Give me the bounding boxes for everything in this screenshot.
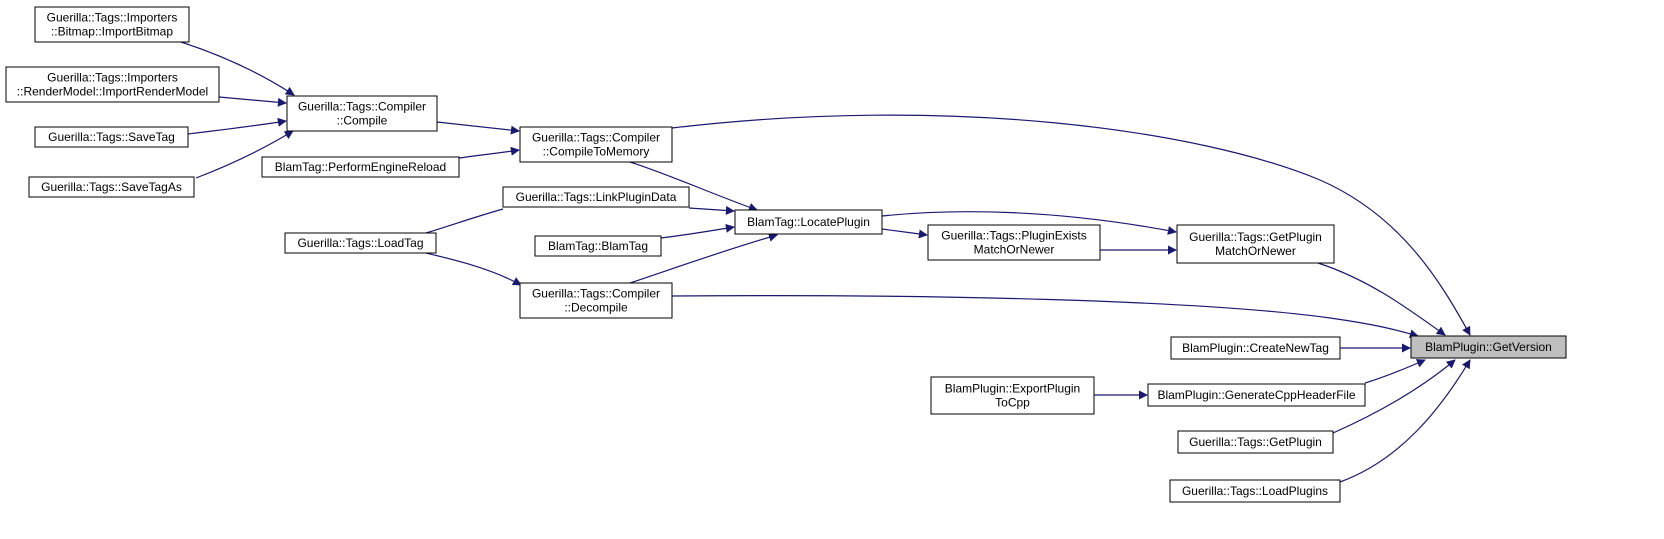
call-edge xyxy=(195,130,294,179)
call-edge xyxy=(629,232,778,284)
node-box xyxy=(1177,430,1334,454)
call-edge xyxy=(1317,262,1446,336)
node-label: Guerilla::Tags::Compiler xyxy=(532,287,660,301)
node-label: Guerilla::Tags::LoadPlugins xyxy=(1182,484,1328,498)
call-edge xyxy=(436,121,520,135)
node-box xyxy=(1169,479,1341,503)
node-load-plugins[interactable]: Guerilla::Tags::LoadPlugins xyxy=(1169,479,1341,503)
node-box xyxy=(1147,383,1366,407)
node-locate-plugin[interactable]: BlamTag::LocatePlugin xyxy=(734,209,883,235)
call-edge xyxy=(180,41,295,96)
node-label: ::Compile xyxy=(337,114,388,128)
call-edge xyxy=(671,114,1471,336)
call-edge xyxy=(187,117,287,135)
node-label: BlamPlugin::GetVersion xyxy=(1425,340,1552,354)
node-box xyxy=(261,156,460,178)
node-save-tag-as[interactable]: Guerilla::Tags::SaveTagAs xyxy=(28,176,195,198)
node-create-new-tag[interactable]: BlamPlugin::CreateNewTag xyxy=(1170,336,1341,360)
node-label: Guerilla::Tags::LinkPluginData xyxy=(516,190,677,204)
call-edge xyxy=(881,211,1177,235)
node-label: MatchOrNewer xyxy=(974,243,1055,257)
call-edge xyxy=(1364,359,1426,384)
node-generate-cpp-header[interactable]: BlamPlugin::GenerateCppHeaderFile xyxy=(1147,383,1366,407)
node-label: Guerilla::Tags::Importers xyxy=(47,11,178,25)
node-load-tag[interactable]: Guerilla::Tags::LoadTag xyxy=(284,232,437,254)
node-box xyxy=(1170,336,1341,360)
node-perform-engine-reload[interactable]: BlamTag::PerformEngineReload xyxy=(261,156,460,178)
node-label: ::Decompile xyxy=(564,301,628,315)
node-label: Guerilla::Tags::GetPlugin xyxy=(1189,435,1322,449)
node-compile-to-memory[interactable]: Guerilla::Tags::Compiler::CompileToMemor… xyxy=(519,126,673,163)
node-link-plugin-data[interactable]: Guerilla::Tags::LinkPluginData xyxy=(502,186,690,208)
node-decompile[interactable]: Guerilla::Tags::Compiler::Decompile xyxy=(519,282,673,319)
node-label: Guerilla::Tags::SaveTagAs xyxy=(41,180,182,194)
node-get-version[interactable]: BlamPlugin::GetVersion xyxy=(1410,335,1567,359)
node-box xyxy=(286,95,438,132)
node-label: MatchOrNewer xyxy=(1215,244,1296,258)
node-label: Guerilla::Tags::Importers xyxy=(47,71,178,85)
node-box xyxy=(930,376,1095,415)
node-label: BlamTag::BlamTag xyxy=(548,239,648,253)
node-label: Guerilla::Tags::PluginExists xyxy=(941,229,1086,243)
node-save-tag[interactable]: Guerilla::Tags::SaveTag xyxy=(34,126,189,148)
node-label: ::CompileToMemory xyxy=(543,145,650,159)
node-box xyxy=(502,186,690,208)
node-get-plugin[interactable]: Guerilla::Tags::GetPlugin xyxy=(1177,430,1334,454)
call-edge xyxy=(218,96,287,107)
node-box xyxy=(34,6,190,43)
edges xyxy=(180,41,1471,483)
node-box xyxy=(5,66,220,103)
node-box xyxy=(734,209,883,235)
node-label: Guerilla::Tags::GetPlugin xyxy=(1189,230,1322,244)
node-label: Guerilla::Tags::Compiler xyxy=(532,131,660,145)
node-box xyxy=(534,235,662,257)
node-box xyxy=(519,126,673,163)
node-box xyxy=(1410,335,1567,359)
call-edge xyxy=(1332,359,1456,434)
nodes: Guerilla::Tags::Importers::Bitmap::Impor… xyxy=(5,6,1567,503)
node-label: BlamPlugin::GenerateCppHeaderFile xyxy=(1157,388,1355,402)
call-edge xyxy=(1339,359,1471,483)
node-blamtag-ctor[interactable]: BlamTag::BlamTag xyxy=(534,235,662,257)
node-box xyxy=(284,232,437,254)
node-label: BlamTag::LocatePlugin xyxy=(747,215,870,229)
node-label: BlamPlugin::ExportPlugin xyxy=(945,382,1080,396)
node-box xyxy=(927,224,1101,261)
node-import-render-model[interactable]: Guerilla::Tags::Importers::RenderModel::… xyxy=(5,66,220,103)
call-edge xyxy=(629,161,758,212)
node-label: ::Bitmap::ImportBitmap xyxy=(51,25,173,39)
node-box xyxy=(28,176,195,198)
node-label: BlamPlugin::CreateNewTag xyxy=(1182,341,1329,355)
node-compiler-compile[interactable]: Guerilla::Tags::Compiler::Compile xyxy=(286,95,438,132)
node-label: BlamTag::PerformEngineReload xyxy=(275,160,446,174)
call-edge xyxy=(881,228,928,239)
node-box xyxy=(34,126,189,148)
call-edge xyxy=(671,295,1419,339)
node-label: ::RenderModel::ImportRenderModel xyxy=(17,85,208,99)
call-edge xyxy=(458,146,520,159)
node-import-bitmap[interactable]: Guerilla::Tags::Importers::Bitmap::Impor… xyxy=(34,6,190,43)
node-label: Guerilla::Tags::LoadTag xyxy=(297,236,423,250)
node-label: Guerilla::Tags::Compiler xyxy=(298,100,426,114)
node-box xyxy=(1176,224,1335,264)
call-edge xyxy=(425,252,522,286)
node-label: ToCpp xyxy=(995,396,1030,410)
node-box xyxy=(519,282,673,319)
node-label: Guerilla::Tags::SaveTag xyxy=(48,130,175,144)
call-edge xyxy=(660,223,735,239)
call-edge xyxy=(688,205,735,215)
